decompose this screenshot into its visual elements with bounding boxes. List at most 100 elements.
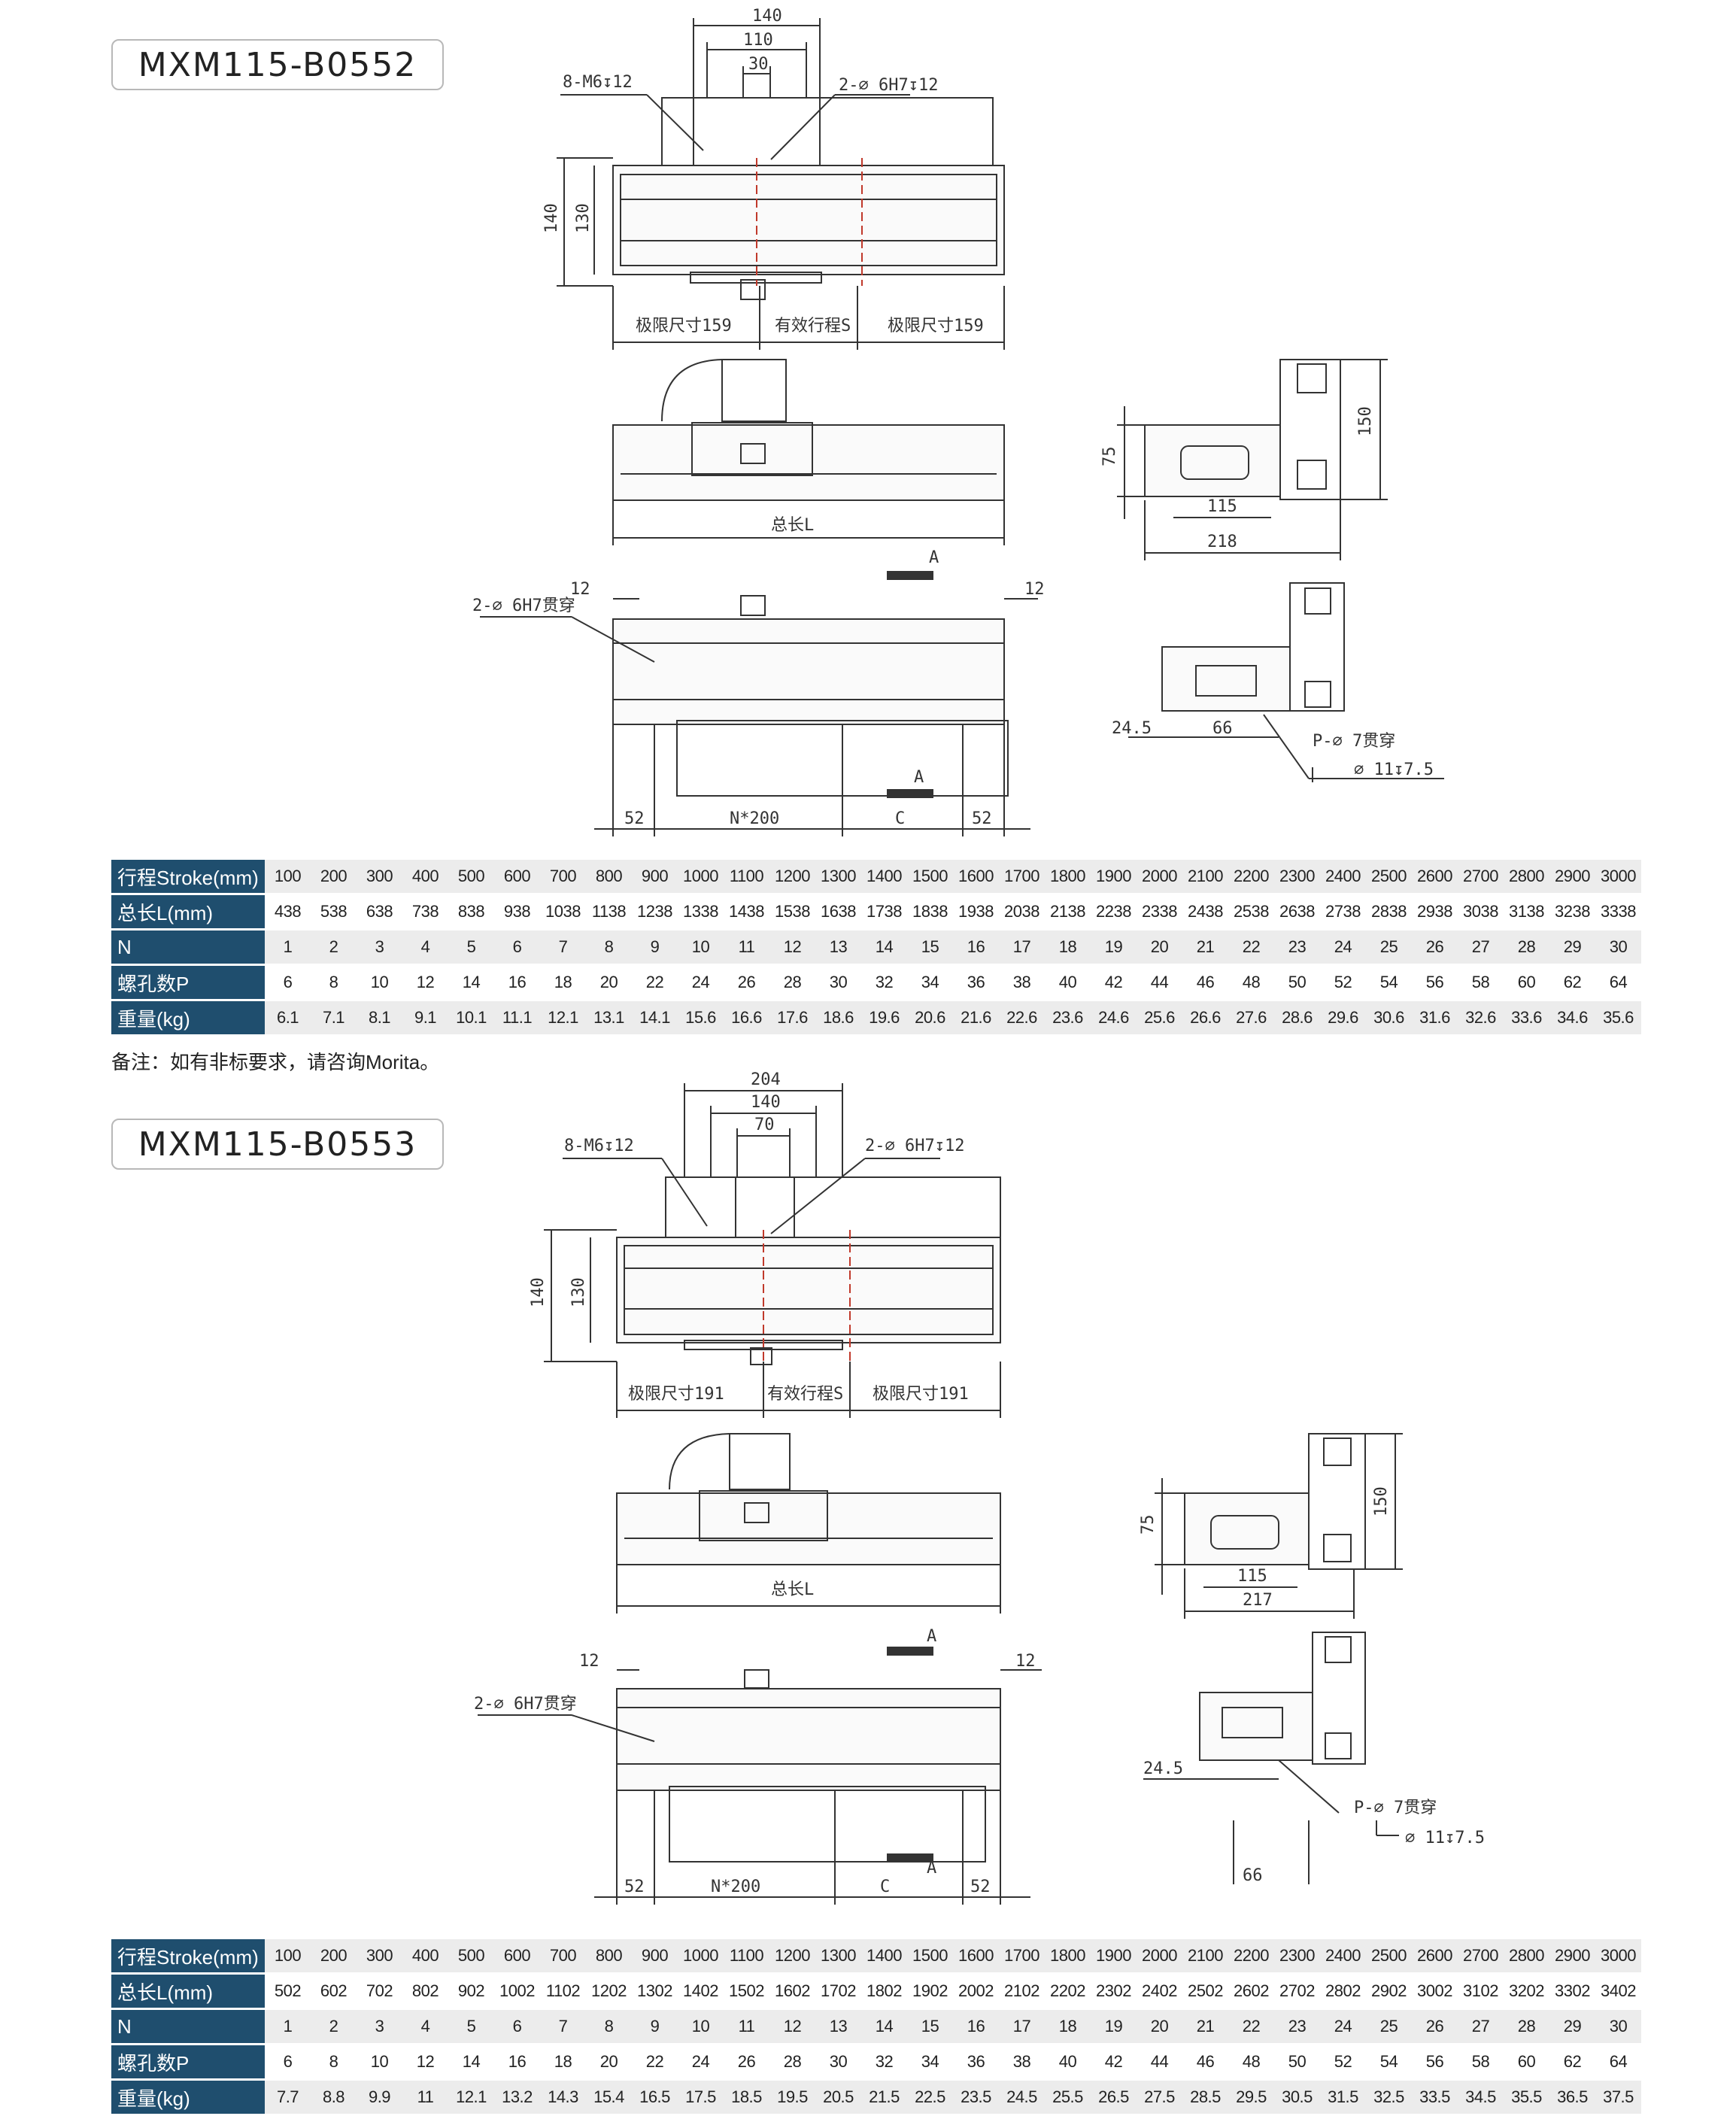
table-cell: 30 bbox=[815, 2045, 861, 2078]
table-cell: 2702 bbox=[1274, 1975, 1320, 2008]
table-cell: 538 bbox=[311, 895, 357, 928]
table-cell: 2100 bbox=[1182, 1939, 1228, 1972]
table-cell: 2200 bbox=[1228, 860, 1274, 893]
table-cell: 7 bbox=[540, 930, 586, 964]
table-cell: 2738 bbox=[1320, 895, 1366, 928]
table-cell: 11.1 bbox=[494, 1001, 540, 1034]
table-cell: 2500 bbox=[1366, 860, 1412, 893]
table-cell: 27 bbox=[1458, 930, 1504, 964]
table-cell: 2938 bbox=[1412, 895, 1458, 928]
table-cell: 1400 bbox=[861, 1939, 907, 1972]
table-cell: 37.5 bbox=[1595, 2081, 1641, 2114]
table-cell: 18 bbox=[1045, 2010, 1091, 2043]
table-cell: 938 bbox=[494, 895, 540, 928]
table-cell: 16 bbox=[953, 2010, 999, 2043]
table-cell: 2238 bbox=[1091, 895, 1137, 928]
side-width-2: 218 bbox=[1207, 533, 1237, 551]
table-cell: 2200 bbox=[1228, 1939, 1274, 1972]
table-cell: 16.5 bbox=[632, 2081, 678, 2114]
table-cell: 3102 bbox=[1458, 1975, 1504, 2008]
table-cell: 1300 bbox=[815, 1939, 861, 1972]
table-cell: 34 bbox=[907, 966, 953, 999]
table-cell: 2602 bbox=[1228, 1975, 1274, 2008]
side-height-1: 75 bbox=[1100, 447, 1119, 467]
table-cell: 44 bbox=[1137, 966, 1182, 999]
table-cell: 34.5 bbox=[1458, 2081, 1504, 2114]
table-cell: 1800 bbox=[1045, 1939, 1091, 1972]
table-cell: 13.1 bbox=[586, 1001, 632, 1034]
table-cell: 1538 bbox=[769, 895, 815, 928]
table-cell: 438 bbox=[265, 895, 311, 928]
table-cell: 28.6 bbox=[1274, 1001, 1320, 1034]
table-cell: 200 bbox=[311, 860, 357, 893]
table-cell: 18.5 bbox=[724, 2081, 769, 2114]
table-cell: 42 bbox=[1091, 966, 1137, 999]
row-header: 行程Stroke(mm) bbox=[111, 1939, 265, 1972]
table-cell: 54 bbox=[1366, 2045, 1412, 2078]
table-cell: 23 bbox=[1274, 2010, 1320, 2043]
table-cell: 7.1 bbox=[311, 1001, 357, 1034]
table-cell: 17.6 bbox=[769, 1001, 815, 1034]
table-cell: 1900 bbox=[1091, 1939, 1137, 1972]
table-cell: 1500 bbox=[907, 1939, 953, 1972]
table-cell: 32 bbox=[861, 2045, 907, 2078]
holes-h7-label: 2-⌀ 6H7↧12 bbox=[865, 1137, 964, 1155]
bottom-dim-52-right: 52 bbox=[970, 1878, 991, 1896]
table-cell: 31.6 bbox=[1412, 1001, 1458, 1034]
table-cell: 18 bbox=[1045, 930, 1091, 964]
table-cell: 62 bbox=[1549, 2045, 1595, 2078]
table-cell: 1102 bbox=[540, 1975, 586, 2008]
table-cell: 10 bbox=[357, 966, 402, 999]
table-cell: 29 bbox=[1549, 930, 1595, 964]
bottom-dim-52-right: 52 bbox=[972, 809, 992, 828]
table-cell: 2538 bbox=[1228, 895, 1274, 928]
table-cell: 300 bbox=[357, 860, 402, 893]
table-cell: 2600 bbox=[1412, 860, 1458, 893]
table-cell: 1800 bbox=[1045, 860, 1091, 893]
table-cell: 15.4 bbox=[586, 2081, 632, 2114]
table-cell: 13 bbox=[815, 2010, 861, 2043]
table-cell: 1900 bbox=[1091, 860, 1137, 893]
table-cell: 16 bbox=[494, 966, 540, 999]
table-cell: 26 bbox=[1412, 930, 1458, 964]
table-cell: 20 bbox=[1137, 930, 1182, 964]
table-cell: 3000 bbox=[1595, 1939, 1641, 1972]
total-length-label: 总长L bbox=[771, 516, 814, 535]
table-cell: 3000 bbox=[1595, 860, 1641, 893]
table-cell: 1200 bbox=[769, 860, 815, 893]
total-length-label: 总长L bbox=[771, 1580, 814, 1599]
table-cell: 2900 bbox=[1549, 860, 1595, 893]
table-cell: 16 bbox=[494, 2045, 540, 2078]
table-cell: 2302 bbox=[1091, 1975, 1137, 2008]
table-cell: 1700 bbox=[999, 860, 1045, 893]
end-dim-24: 24.5 bbox=[1112, 719, 1152, 738]
table-cell: 46 bbox=[1182, 966, 1228, 999]
table-cell: 44 bbox=[1137, 2045, 1182, 2078]
table-cell: 7 bbox=[540, 2010, 586, 2043]
table-cell: 30.6 bbox=[1366, 1001, 1412, 1034]
table-cell: 2802 bbox=[1320, 1975, 1366, 2008]
table-cell: 12 bbox=[402, 966, 448, 999]
table-cell: 26 bbox=[724, 966, 769, 999]
table-cell: 16 bbox=[953, 930, 999, 964]
table-cell: 400 bbox=[402, 860, 448, 893]
table-cell: 19 bbox=[1091, 2010, 1137, 2043]
table-cell: 40 bbox=[1045, 2045, 1091, 2078]
table-cell: 100 bbox=[265, 860, 311, 893]
table-cell: 14 bbox=[448, 966, 494, 999]
table-cell: 21 bbox=[1182, 2010, 1228, 2043]
table-cell: 31.5 bbox=[1320, 2081, 1366, 2114]
table-cell: 3 bbox=[357, 930, 402, 964]
table-cell: 52 bbox=[1320, 2045, 1366, 2078]
table-cell: 11 bbox=[724, 930, 769, 964]
section-marker-top: A bbox=[929, 548, 939, 567]
dim-height-outer: 140 bbox=[542, 203, 561, 233]
side-height-2: 150 bbox=[1372, 1486, 1391, 1516]
table-cell: 14.3 bbox=[540, 2081, 586, 2114]
table-cell: 700 bbox=[540, 860, 586, 893]
table-cell: 2500 bbox=[1366, 1939, 1412, 1972]
